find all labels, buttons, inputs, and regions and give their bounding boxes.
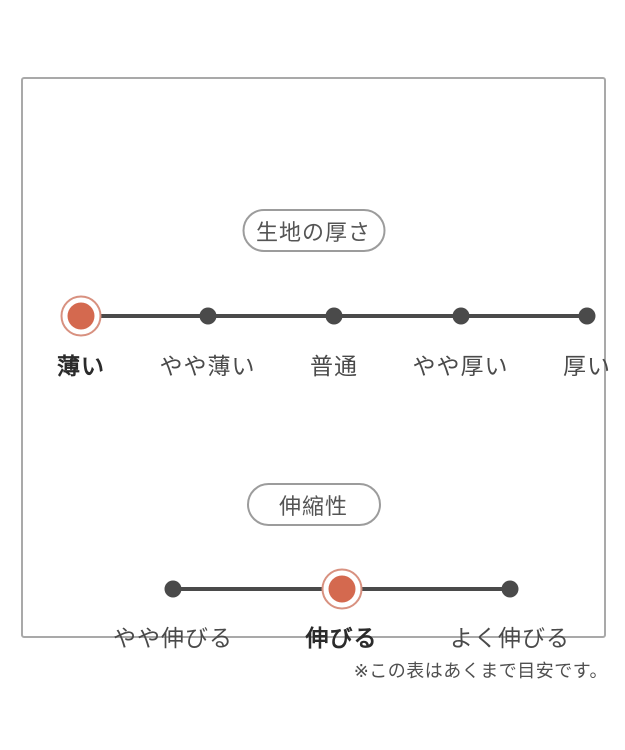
scale-dot [164,580,182,598]
scale-dot [578,307,596,325]
scale-dot [199,307,216,325]
thickness-option-label: やや薄い [159,353,256,379]
thickness-option-label: 厚い [563,353,611,379]
thickness-option-label: やや厚い [412,353,509,379]
stretch-option-label: 伸びる [305,625,378,651]
scale-dot [325,307,343,325]
thickness-title: 生地の厚さ [255,219,372,245]
stretch-selected-marker [321,568,362,610]
stretch-selected-dot [328,575,355,603]
stretch-option-label: よく伸びる [450,625,570,651]
thickness-title-badge: 生地の厚さ [241,209,386,252]
scale-dot [501,580,519,598]
stretch-title-badge: 伸縮性 [246,483,381,526]
thickness-selected-marker [60,295,102,337]
scale-dot [452,307,469,325]
thickness-option-label: 薄い [57,353,105,379]
guide-panel: 生地の厚さ 薄い やや薄い 普通 やや厚い 厚い 伸縮性 [21,77,610,651]
stretch-title: 伸縮性 [278,493,348,519]
stretch-option-label: やや伸びる [113,625,233,651]
thickness-option-label: 普通 [310,353,358,379]
thickness-selected-dot [67,302,95,330]
disclaimer-note: ※この表はあくまで目安です。 [353,661,608,681]
